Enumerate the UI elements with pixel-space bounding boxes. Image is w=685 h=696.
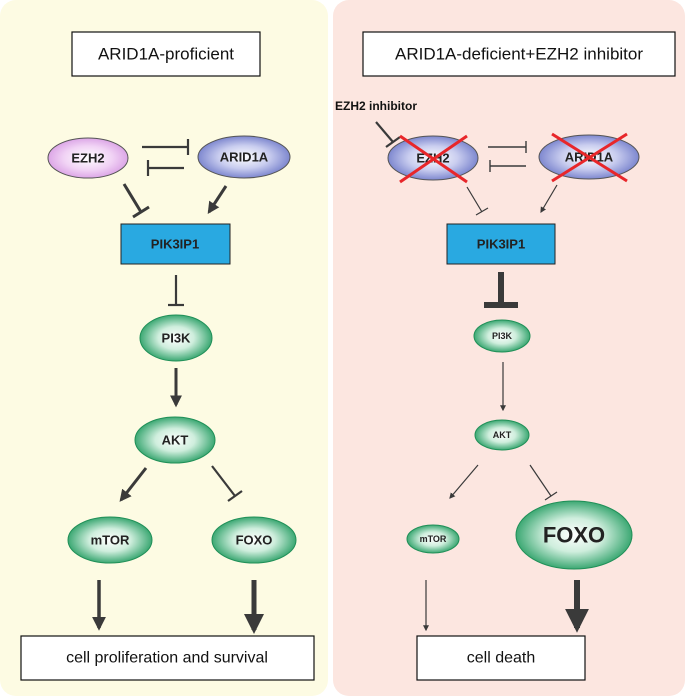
left-pik3ip1-inhibits-pi3k — [168, 275, 184, 307]
left-arid1a-node — [197, 135, 291, 179]
left-akt-inhibits-foxo — [211, 465, 243, 502]
ezh2-inhibitor-label: EZH2 inhibitor — [335, 99, 417, 113]
left-ezh2-label: EZH2 — [71, 151, 104, 166]
left-mutual-inhibition — [142, 139, 190, 176]
left-mtor-node — [67, 516, 153, 564]
right-mtor-node — [406, 524, 460, 554]
right-outcome-label: cell death — [467, 650, 536, 667]
right-outcome-box — [416, 635, 586, 681]
left-ezh2-inhibits-pik3ip1 — [122, 183, 150, 219]
left-pi3k-label: PI3K — [162, 331, 192, 346]
right-mutual-inhibition — [488, 141, 527, 172]
right-pi3k-node — [473, 319, 531, 353]
left-foxo-node — [211, 516, 297, 564]
right-arid1a-cross — [551, 132, 628, 183]
right-arid1a-activates-pik3ip1 — [540, 184, 558, 214]
right-title: ARID1A-deficient+EZH2 inhibitor — [395, 45, 643, 64]
right-akt-label: AKT — [493, 430, 512, 440]
right-foxo-node — [515, 500, 633, 570]
right-ezh2-cross — [399, 134, 468, 184]
left-akt-activates-mtor — [119, 467, 148, 502]
ezh2-inhibitor-arrow — [375, 121, 401, 148]
right-pi3k-label: PI3K — [492, 331, 513, 341]
right-pik3ip1-label: PIK3IP1 — [477, 237, 525, 252]
left-pi3k-node — [139, 314, 213, 362]
left-pik3ip1-label: PIK3IP1 — [151, 237, 199, 252]
left-title: ARID1A-proficient — [98, 45, 234, 64]
left-ezh2-node — [47, 137, 129, 179]
right-title-box — [362, 31, 676, 77]
right-foxo-label: FOXO — [543, 523, 605, 548]
left-arid1a-label: ARID1A — [220, 150, 269, 165]
left-arid1a-activates-pik3ip1 — [207, 185, 228, 215]
left-title-box — [71, 31, 261, 77]
right-ezh2-inhibits-pik3ip1 — [466, 186, 489, 216]
left-outcome-box — [20, 635, 315, 681]
left-pik3ip1-node — [120, 223, 231, 265]
left-akt-node — [134, 416, 216, 464]
left-foxo-label: FOXO — [236, 533, 273, 548]
right-mtor-label: mTOR — [420, 534, 447, 544]
right-akt-node — [474, 419, 530, 451]
left-akt-label: AKT — [162, 433, 189, 448]
right-pik3ip1-inhibits-pi3k — [484, 272, 518, 308]
left-mtor-label: mTOR — [91, 533, 130, 548]
left-outcome-label: cell proliferation and survival — [66, 650, 268, 667]
right-akt-inhibits-foxo — [529, 464, 558, 501]
right-akt-activates-mtor — [449, 464, 479, 499]
right-pik3ip1-node — [446, 223, 556, 265]
